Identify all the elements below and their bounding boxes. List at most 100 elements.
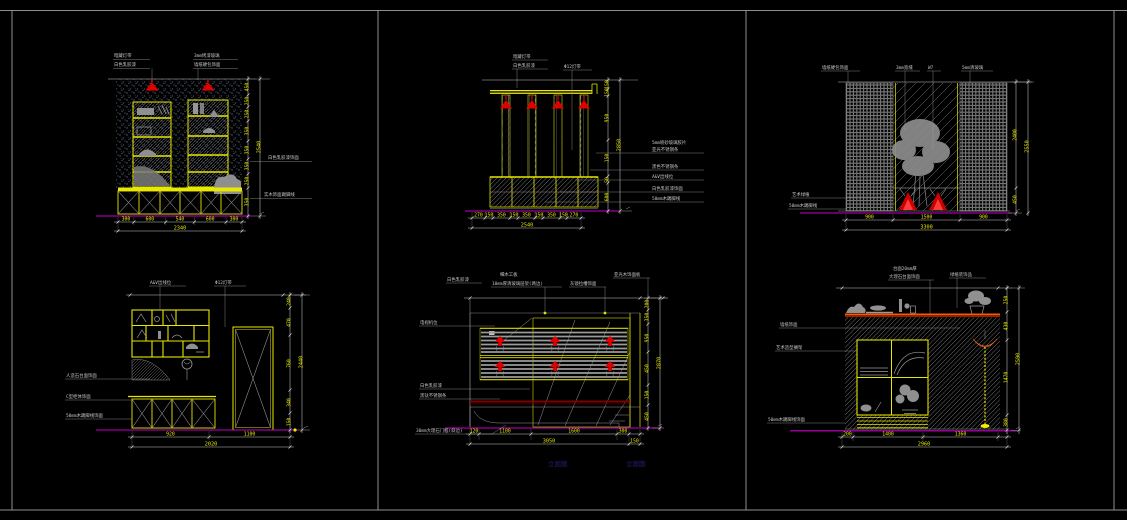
dim-value: 1400 [882, 432, 894, 438]
dim-total: 2960 [918, 442, 931, 448]
viewport-title: 立面图 [626, 459, 646, 468]
material-label: 墙纸硬包饰面 [194, 61, 221, 68]
dim-value: 200 [843, 432, 852, 438]
dim-value: 760 [287, 359, 293, 368]
dim-value: 300 [122, 217, 131, 223]
dimension-chain-bottom: 200 1400 1360 2960 [838, 432, 1011, 449]
material-label: 绿植装饰品 [950, 271, 973, 278]
sheet-border-lines [0, 10, 1127, 511]
dim-value: 950 [645, 334, 651, 343]
material-label: 电视机位 [420, 319, 438, 326]
panel-tv-wall-elevation: 120 1100 1600 300 3050 150 200 350 950 4… [415, 271, 668, 468]
dim-value: 350 [645, 313, 651, 322]
base-cabinet [117, 190, 243, 215]
dim-value: 250 [245, 110, 251, 119]
counter-decor-objects [846, 290, 991, 315]
dim-total: 2550 [1025, 140, 1031, 153]
material-label: 亚光不锈钢条 [652, 146, 679, 153]
material-labels: 墙纸硬包饰面 3mm宽缝 W7 5mm清玻璃 艺术绿植 50mm木踢脚线 [788, 64, 993, 210]
material-label: 艺术绿植 [792, 191, 810, 198]
dim-value: 2400 [1013, 129, 1019, 141]
material-label: 3mm宽缝 [896, 64, 913, 71]
dim-value: 120 [470, 429, 479, 435]
dim-value: 250 [1004, 296, 1010, 305]
panel-wardrobe-elevation: 300 600 540 600 300 2340 450 250 250 350… [96, 52, 312, 233]
material-labels: 台面20mm厚 大理石台面饰面 绿植装饰品 墙纸饰面 艺术造型搁架 50mm木踢… [767, 265, 986, 424]
dim-value: 540 [176, 217, 185, 223]
material-label: 50mm木踢脚线 [789, 202, 818, 209]
dim-value: 430 [1004, 322, 1010, 331]
dim-value: 250 [245, 177, 251, 186]
drapery-shape [134, 166, 170, 186]
dim-value: 240 [287, 297, 293, 306]
panel-counter-niche-elevation: 200 1400 1360 2960 250 430 1470 380 2590… [767, 265, 1025, 449]
dimension-chain-bottom: 920 1100 2020 [128, 431, 294, 449]
dimension-chain-right: 2400 450 2550 [1008, 79, 1034, 216]
dim-value: 450 [245, 83, 251, 92]
grid-screen-right [959, 82, 1008, 212]
bookcase-right [187, 99, 229, 188]
material-label: 白色乳胶漆 [447, 276, 470, 283]
counter-band [118, 187, 242, 191]
dim-value: 1600 [568, 429, 580, 435]
sconce-icons [494, 336, 616, 378]
material-label: 黑色不锈钢条 [652, 163, 679, 170]
dim-value: 150 [605, 154, 611, 163]
dim-value: 350 [522, 213, 531, 219]
material-label: 黑钛不锈钢条 [420, 392, 447, 399]
dimension-chain-right: 250 430 1470 380 2590 [1004, 285, 1025, 434]
dim-value: 350 [497, 213, 506, 219]
dim-total: 2590 [1016, 353, 1022, 366]
dim-value: 600 [145, 217, 154, 223]
dim-total: 2540 [257, 141, 263, 154]
material-label: 艺术造型搁架 [776, 344, 803, 351]
dimension-chain-bottom: 270 150 350 150 350 150 350 150 270 2540 [468, 212, 585, 230]
dim-total: 3300 [920, 225, 933, 231]
material-label: Φ12灯带 [215, 279, 232, 286]
material-label: 暗藏灯带 [114, 52, 132, 59]
dim-value: 1100 [499, 429, 511, 435]
column-strips [501, 94, 589, 178]
dim-value: 250 [245, 97, 251, 106]
display-niche [856, 339, 929, 429]
base-cabinet [128, 395, 216, 429]
dim-total: 2020 [205, 442, 218, 448]
dim-value: 150 [287, 418, 293, 427]
level-marker [293, 428, 297, 432]
plinth-step [469, 406, 640, 427]
material-label: 白色乳胶漆饰面 [268, 154, 299, 161]
dimension-chain-right: 450 250 250 350 350 350 250 350 2540 [245, 76, 270, 219]
dim-value: 150 [535, 213, 544, 219]
dim-total: 2440 [299, 356, 305, 369]
dim-value: 270 [474, 213, 483, 219]
dim-value: 950 [605, 114, 611, 123]
material-label: 10mm厚清玻璃层架(两边) [492, 280, 543, 287]
spotlight-icons [500, 95, 590, 109]
material-labels: 暗藏灯带 白色乳胶漆 Φ12灯带 5mm喷砂玻璃胶片 亚光不锈钢条 黑色不锈钢条… [512, 53, 704, 203]
material-labels: 暗藏灯带 白色乳胶漆 3mm烤漆玻璃 墙纸硬包饰面 白色乳胶漆饰面 实木饰面踢脚… [113, 52, 312, 199]
dim-total: 2870 [657, 357, 663, 370]
dim-value: 900 [979, 215, 988, 221]
dimension-chain-bottom: 120 1100 1600 300 3050 150 [466, 429, 644, 446]
dim-value: 150 [605, 80, 611, 89]
material-labels: 白色乳胶漆 细木工板 10mm厚清玻璃层架(两边) 灰镜拉槽饰面 亚光木饰面板 … [415, 271, 650, 435]
dim-value: 150 [485, 213, 494, 219]
material-label: 实木饰面踢脚线 [264, 191, 295, 198]
dim-value: 350 [245, 127, 251, 136]
dim-value: 1100 [244, 432, 256, 438]
material-label: A&V出线位 [150, 279, 172, 286]
material-label: 白色乳胶漆 [513, 62, 536, 69]
dim-total: 2850 [617, 139, 623, 152]
dim-value: 450 [645, 412, 651, 421]
dim-value: 1360 [955, 432, 967, 438]
ceiling-lamp-icon [201, 79, 215, 91]
ceiling-band [490, 83, 598, 94]
dim-value: 150 [645, 391, 651, 400]
dim-extra: 150 [630, 439, 639, 445]
dim-value: 450 [1013, 195, 1019, 204]
material-label: 墙纸硬包饰面 [822, 64, 849, 71]
viewport-title: 立面图 [548, 459, 568, 468]
material-label: 台面20mm厚 [893, 265, 917, 272]
wall-shelf-grid [131, 309, 210, 358]
